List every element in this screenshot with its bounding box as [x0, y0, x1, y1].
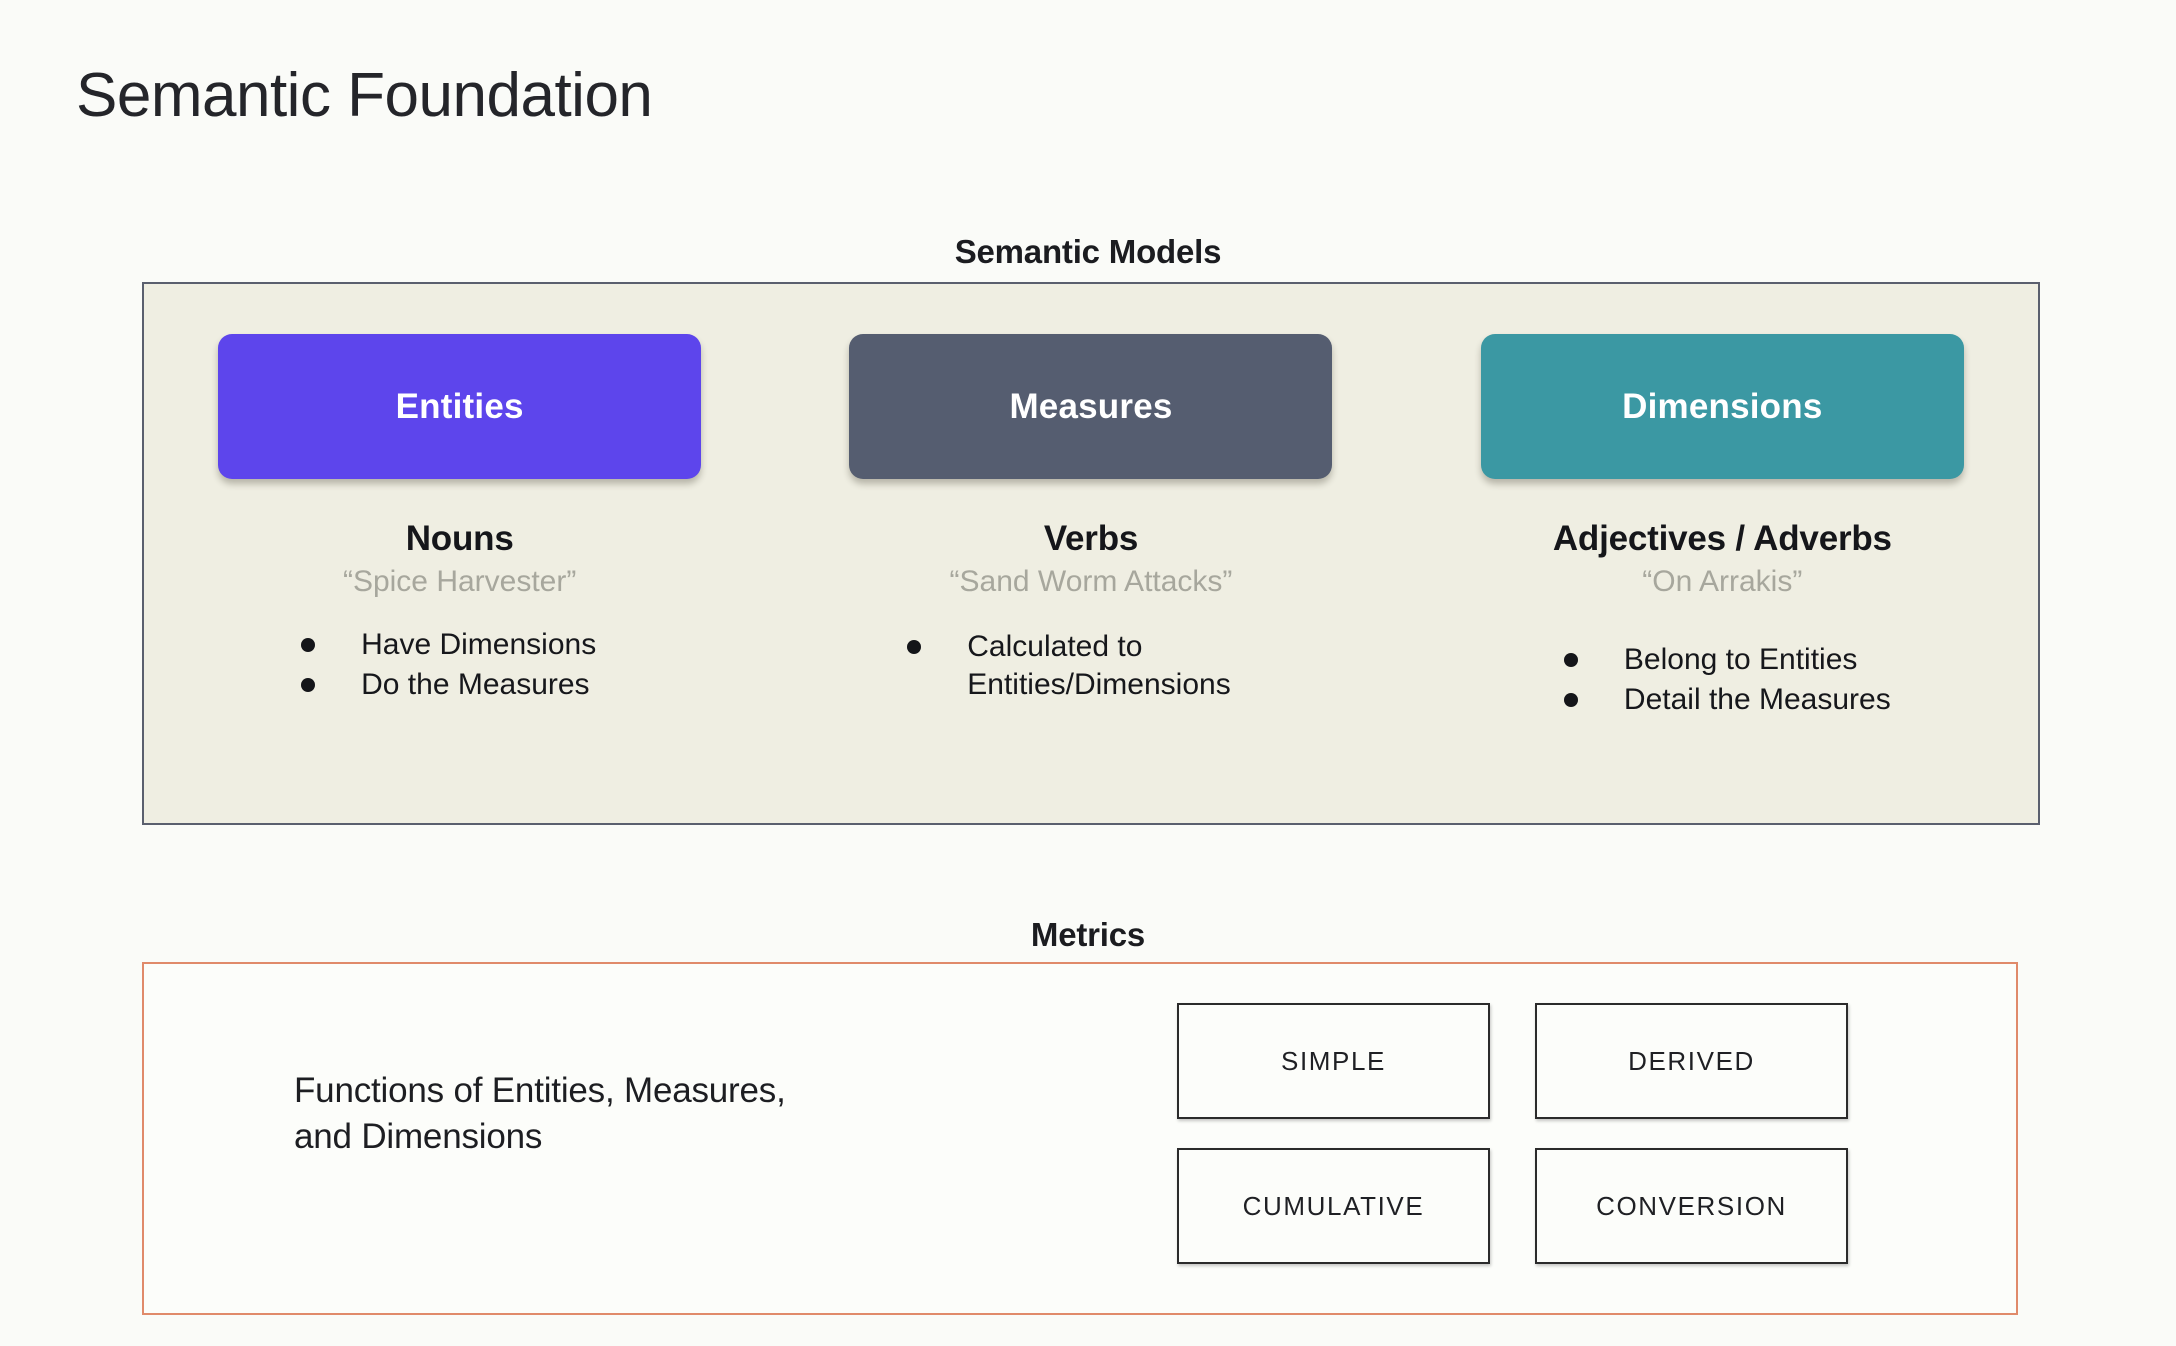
- list-item: Calculated to Entities/Dimensions: [907, 628, 1231, 705]
- bullet-dot-icon: [1563, 693, 1578, 708]
- list-item-label: Belong to Entities: [1623, 642, 1858, 676]
- dimensions-part-of-speech: Adjectives / Adverbs: [1552, 519, 1892, 558]
- bullet-dot-icon: [907, 639, 922, 654]
- bullet-dot-icon: [301, 678, 316, 693]
- dimensions-bullet-list: Belong to Entities Detail the Measures: [1563, 641, 1891, 720]
- list-item-label: Detail the Measures: [1623, 683, 1891, 717]
- metrics-panel: Functions of Entities, Measures, and Dim…: [142, 962, 2018, 1315]
- semantic-models-caption: Semantic Models: [954, 233, 1222, 270]
- metric-type-simple[interactable]: SIMPLE: [1177, 1003, 1490, 1119]
- metric-type-grid: SIMPLE DERIVED CUMULATIVE CONVERSION: [1177, 1003, 1848, 1264]
- metrics-caption: Metrics: [1030, 916, 1146, 953]
- model-column-dimensions: Dimensions Adjectives / Adverbs “On Arra…: [1407, 284, 2038, 823]
- list-item: Detail the Measures: [1563, 681, 1891, 719]
- measures-bullet-list: Calculated to Entities/Dimensions: [907, 628, 1231, 705]
- metric-type-derived[interactable]: DERIVED: [1535, 1003, 1848, 1119]
- entities-example-quote: “Spice Harvester”: [342, 564, 577, 598]
- list-item: Do the Measures: [301, 666, 596, 704]
- measures-part-of-speech: Verbs: [1043, 519, 1139, 558]
- bullet-dot-icon: [1563, 652, 1578, 667]
- entities-part-of-speech: Nouns: [405, 519, 514, 558]
- measures-example-quote: “Sand Worm Attacks”: [949, 564, 1233, 598]
- bullet-dot-icon: [301, 637, 316, 652]
- semantic-models-grid: Entities Nouns “Spice Harvester” Have Di…: [144, 284, 2038, 823]
- list-item: Have Dimensions: [301, 626, 596, 664]
- list-item-label: Calculated to Entities/Dimensions: [967, 629, 1231, 702]
- dimensions-example-quote: “On Arrakis”: [1642, 564, 1803, 598]
- list-item: Belong to Entities: [1563, 641, 1891, 679]
- semantic-models-panel: Entities Nouns “Spice Harvester” Have Di…: [142, 282, 2040, 825]
- metrics-description: Functions of Entities, Measures, and Dim…: [294, 1071, 786, 1157]
- measures-chip[interactable]: Measures: [849, 334, 1333, 479]
- page-title: Semantic Foundation: [76, 61, 653, 130]
- metric-type-cumulative[interactable]: CUMULATIVE: [1177, 1148, 1490, 1264]
- model-column-measures: Measures Verbs “Sand Worm Attacks” Calcu…: [775, 284, 1406, 823]
- model-column-entities: Entities Nouns “Spice Harvester” Have Di…: [144, 284, 775, 823]
- list-item-label: Do the Measures: [361, 668, 590, 702]
- list-item-label: Have Dimensions: [361, 627, 597, 661]
- entities-bullet-list: Have Dimensions Do the Measures: [301, 626, 596, 705]
- metric-type-conversion[interactable]: CONVERSION: [1535, 1148, 1848, 1264]
- dimensions-chip[interactable]: Dimensions: [1480, 334, 1964, 479]
- entities-chip[interactable]: Entities: [218, 334, 702, 479]
